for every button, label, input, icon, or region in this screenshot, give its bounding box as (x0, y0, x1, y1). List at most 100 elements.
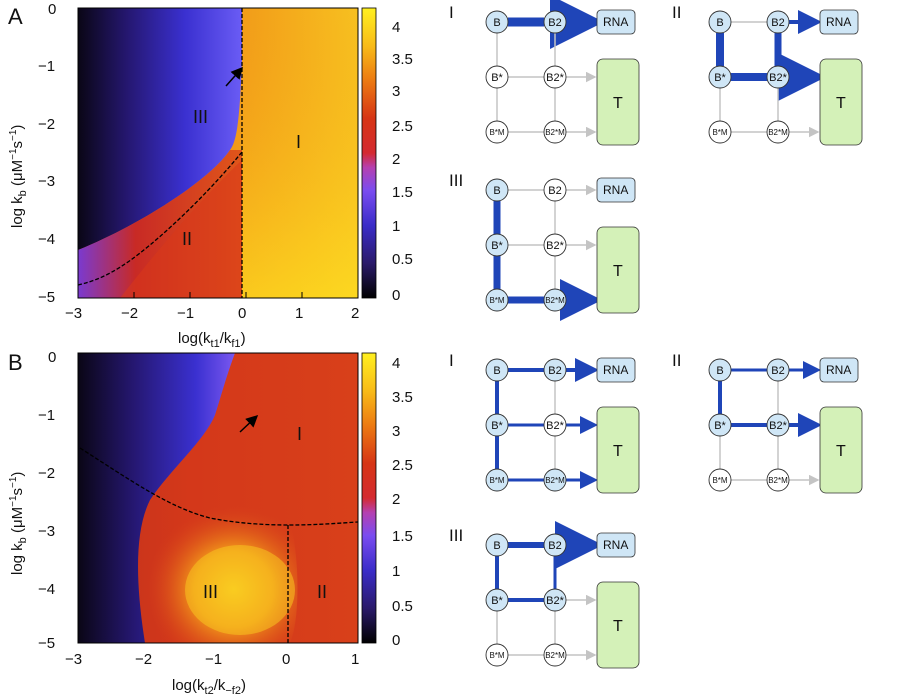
state-node (543, 10, 567, 34)
rna-label: RNA (603, 363, 628, 377)
panel-b-letter: B (8, 350, 23, 375)
y-tick-label: −3 (38, 173, 55, 190)
colorbar-tick-label: 1.5 (392, 184, 413, 201)
panel-a-pointer-arrow (225, 66, 243, 87)
scheme-roman-label: I (449, 351, 454, 370)
x-tick-label: 0 (282, 651, 290, 668)
t-label: T (613, 443, 623, 460)
t-label: T (836, 95, 846, 112)
state-node-label: B2 (548, 17, 561, 29)
panel-b-x-ticks: −3 −2 −1 0 1 (65, 651, 359, 668)
state-node-label: B (716, 365, 723, 377)
state-node (485, 120, 509, 144)
colorbar-tick-label: 2.5 (392, 457, 413, 474)
x-tick-label: −1 (177, 305, 194, 322)
colorbar-tick-label: 2.5 (392, 118, 413, 135)
colorbar-tick-label: 3 (392, 83, 400, 100)
state-node-label: B*M (712, 476, 727, 485)
panel-a-x-axis-label: log(kt1/kf1) (178, 330, 246, 350)
state-node (543, 120, 567, 144)
state-node (543, 643, 567, 667)
rna-label: RNA (603, 15, 628, 29)
y-tick-label: −4 (38, 581, 55, 598)
state-node-label: B2 (548, 365, 561, 377)
state-node-label: B*M (489, 476, 504, 485)
rna-box (596, 532, 636, 558)
colorbar-tick-label: 0.5 (392, 251, 413, 268)
colorbar-tick-label: 3.5 (392, 389, 413, 406)
x-tick-label: −2 (121, 305, 138, 322)
x-tick-label: −3 (65, 305, 82, 322)
state-node-label: B2 (548, 540, 561, 552)
panel-a-y-ticks: 0 −1 −2 −3 −4 −5 (38, 1, 56, 306)
rna-label: RNA (826, 15, 851, 29)
colorbar-tick-label: 2 (392, 491, 400, 508)
rna-label: RNA (826, 363, 851, 377)
state-node (708, 413, 732, 437)
panel-a-heatmap: A III I II −3 −2 −1 0 (8, 1, 413, 350)
y-tick-label: 0 (48, 1, 56, 18)
x-tick-label: 1 (295, 305, 303, 322)
state-node (708, 65, 732, 89)
x-tick-label: −1 (205, 651, 222, 668)
y-tick-label: −1 (38, 58, 55, 75)
state-node (543, 288, 567, 312)
panel-b-pointer-arrow (239, 414, 259, 433)
state-node (543, 468, 567, 492)
state-node-label: B2*M (545, 296, 565, 305)
state-node-label: B (716, 17, 723, 29)
state-node-label: B*M (489, 651, 504, 660)
t-box (596, 226, 640, 314)
panel-b-plot-frame (77, 352, 359, 644)
scheme-roman-label: II (672, 3, 681, 22)
panel-b-y-ticks: 0 −1 −2 −3 −4 −5 (38, 349, 56, 652)
state-node-label: B*M (712, 128, 727, 137)
state-node (766, 413, 790, 437)
x-tick-label: 0 (238, 305, 246, 322)
state-node-label: B (493, 17, 500, 29)
panel-a-x-ticks: −3 −2 −1 0 1 2 (65, 292, 359, 322)
t-label: T (613, 95, 623, 112)
colorbar-tick-label: 3 (392, 423, 400, 440)
t-box (596, 581, 640, 669)
state-node-label: B (493, 365, 500, 377)
state-node (485, 588, 509, 612)
y-tick-label: −5 (38, 635, 55, 652)
state-node-label: B2* (769, 72, 787, 84)
state-node (543, 413, 567, 437)
state-node (708, 10, 732, 34)
state-node (485, 358, 509, 382)
colorbar-tick-label: 1 (392, 218, 400, 235)
panel-b-colorbar-ticks: 4 3.5 3 2.5 2 1.5 1 0.5 0 (392, 355, 413, 649)
y-tick-label: −1 (38, 407, 55, 424)
panel-b-region-label: III (203, 582, 218, 602)
state-node (485, 288, 509, 312)
scheme-roman-label: II (672, 351, 681, 370)
rna-box (596, 9, 636, 35)
state-node (485, 413, 509, 437)
rna-box (596, 177, 636, 203)
state-node (708, 120, 732, 144)
panel-a-letter: A (8, 4, 23, 29)
panel-a-region-label: III (193, 107, 208, 127)
panel-b-y-axis-label: log kb (μM−1s−1) (8, 472, 29, 575)
state-node (543, 233, 567, 257)
y-tick-label: −4 (38, 231, 55, 248)
state-node (485, 178, 509, 202)
x-tick-label: 2 (351, 305, 359, 322)
t-box (819, 406, 863, 494)
panel-b-region-label: II (317, 582, 327, 602)
t-box (596, 58, 640, 146)
state-node (543, 588, 567, 612)
state-node (766, 358, 790, 382)
x-tick-label: 1 (351, 651, 359, 668)
rna-label: RNA (603, 183, 628, 197)
state-node-label: B2*M (545, 476, 565, 485)
colorbar-tick-label: 4 (392, 19, 400, 36)
